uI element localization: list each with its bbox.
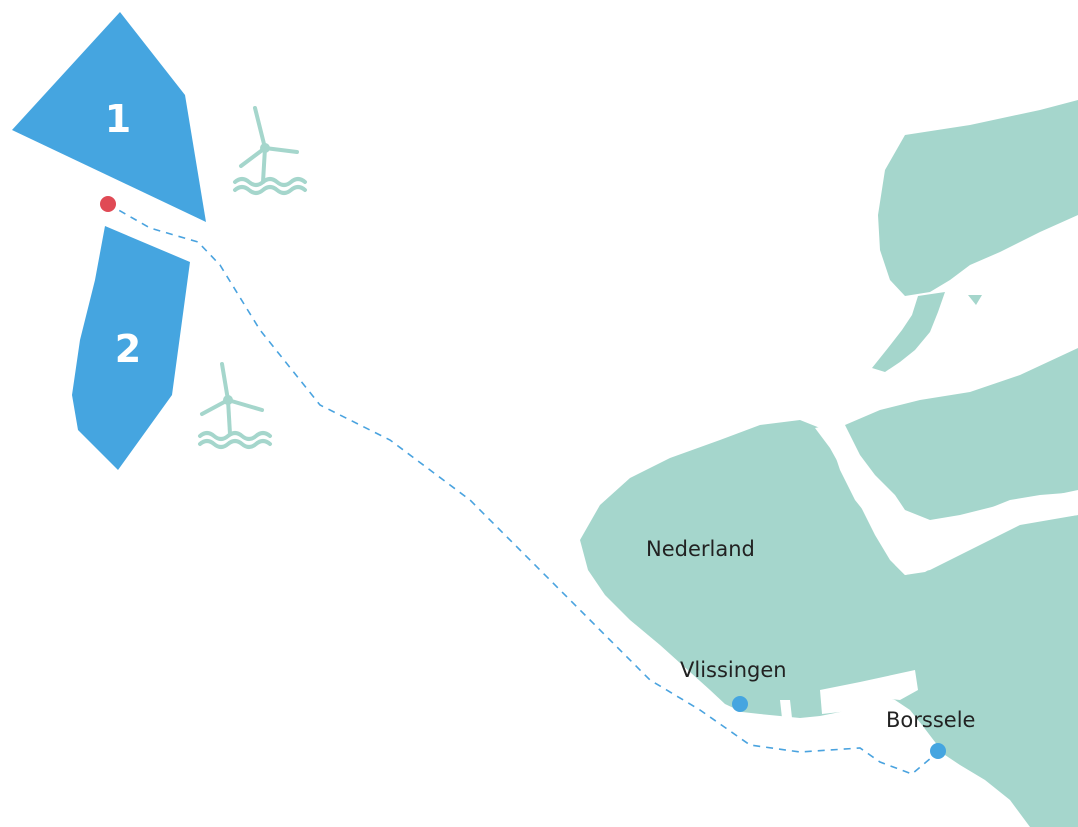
land-island-middle [845,348,1078,520]
vlissingen-point[interactable] [732,696,748,712]
label-vlissingen: Vlissingen [680,658,787,682]
water-channels [780,422,1078,718]
borssele-point[interactable] [930,743,946,759]
channel-oosterschelde [815,422,1078,575]
cable-route [107,203,939,775]
wind-zones: 1 2 [12,12,206,470]
label-borssele: Borssele [886,708,975,732]
wind-zone-2[interactable] [72,226,190,470]
label-nederland: Nederland [646,537,755,561]
channel-zuid-beveland [875,498,915,552]
wind-zone-1[interactable] [12,12,206,222]
channel-kanaal [780,700,792,718]
wind-zone-1-label: 1 [105,97,131,141]
land-island-north [878,100,1078,296]
wind-turbine-icon [233,106,307,195]
land-mainland [580,420,1078,827]
land [580,100,1078,827]
land-dam [872,292,945,372]
channel-sloe [820,670,918,714]
wind-zone-2-label: 2 [115,327,141,371]
offshore-substation-point[interactable] [100,196,116,212]
wind-turbine-icon [198,362,272,449]
land-dam-small [968,295,982,305]
